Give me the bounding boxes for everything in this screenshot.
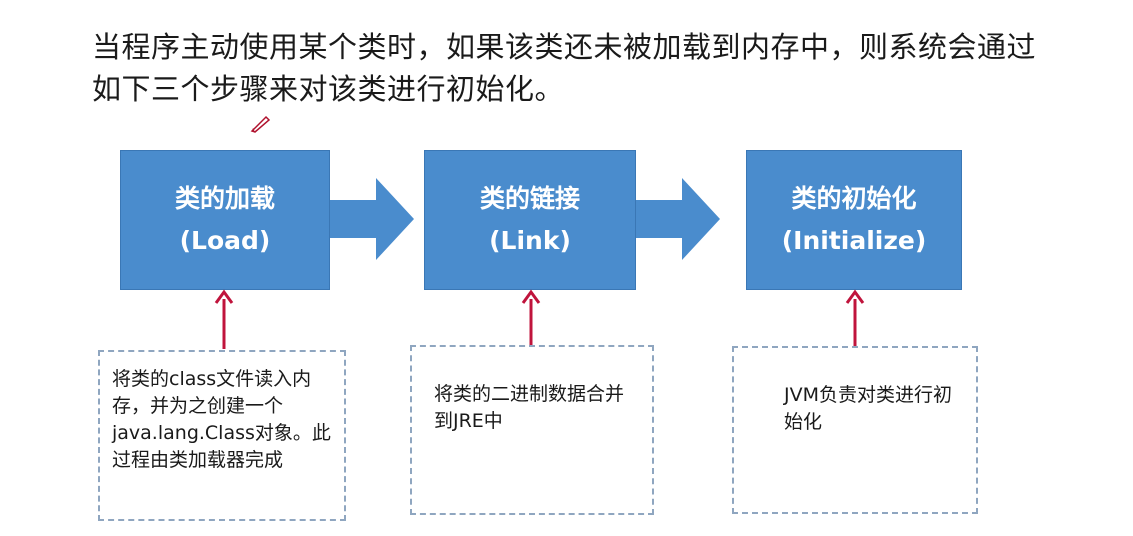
note-load: 将类的class文件读入内存，并为之创建一个java.lang.Class对象。…: [98, 350, 346, 521]
pen-icon: [250, 115, 271, 133]
up-arrow-icon: [521, 289, 541, 347]
stage-initialize-title: 类的初始化: [791, 184, 917, 213]
flow-arrow-link-to-init: [636, 178, 720, 260]
flow-arrow-load-to-link: [330, 178, 414, 260]
note-initialize: JVM负责对类进行初始化: [732, 346, 978, 514]
stage-link-title: 类的链接: [479, 184, 580, 213]
stage-initialize-subtitle: (Initialize): [781, 226, 927, 255]
stage-load: 类的加载 (Load): [120, 150, 330, 290]
intro-text: 当程序主动使用某个类时，如果该类还未被加载到内存中，则系统会通过 如下三个步骤来…: [92, 26, 1102, 110]
note-link: 将类的二进制数据合并到JRE中: [410, 345, 654, 515]
intro-line-2: 如下三个步骤来对该类进行初始化。: [92, 72, 565, 106]
intro-line-1: 当程序主动使用某个类时，如果该类还未被加载到内存中，则系统会通过: [92, 30, 1037, 64]
stage-link-subtitle: (Link): [489, 226, 571, 255]
up-arrow-icon: [214, 289, 234, 349]
stage-load-subtitle: (Load): [179, 226, 271, 255]
up-arrow-icon: [845, 289, 865, 347]
stage-link: 类的链接 (Link): [424, 150, 636, 290]
stage-load-title: 类的加载: [174, 184, 275, 213]
stage-initialize: 类的初始化 (Initialize): [746, 150, 962, 290]
